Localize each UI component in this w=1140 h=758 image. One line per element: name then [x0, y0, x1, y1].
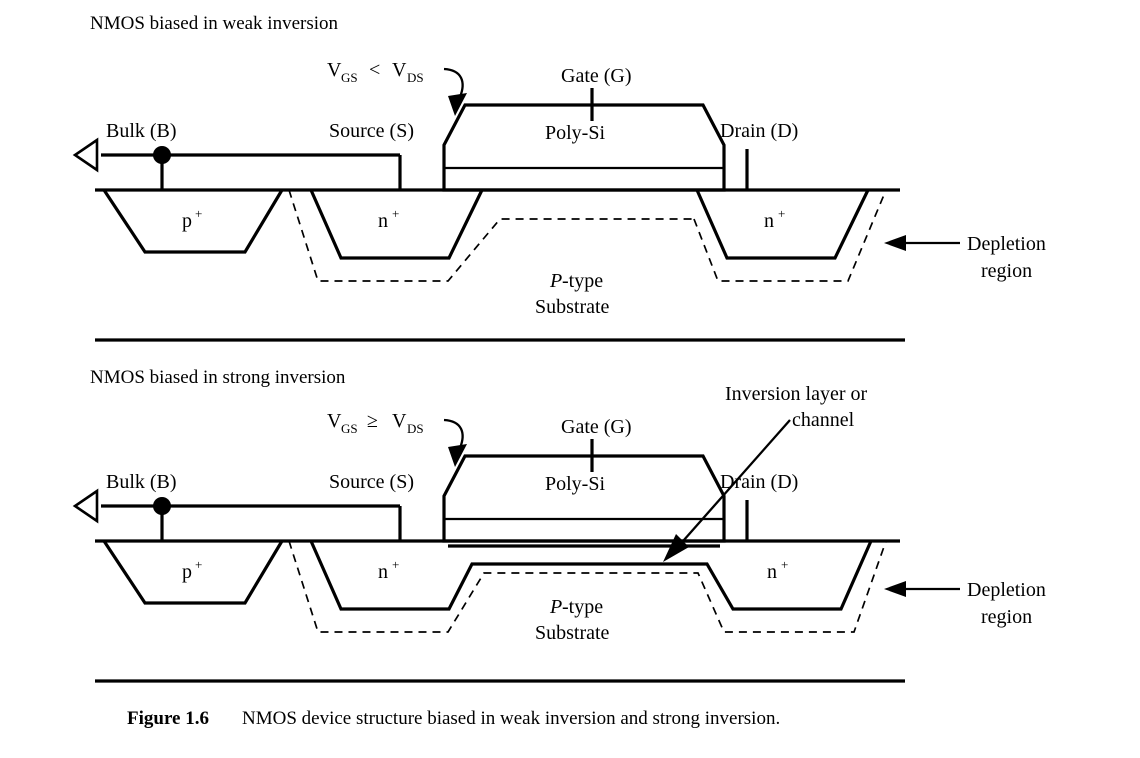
inversion-channel-strong: n + n + [309, 540, 873, 611]
substrate-line2-weak: Substrate [535, 296, 610, 318]
depletion-label-line1-strong: Depletion [967, 579, 1046, 601]
label-nplus-source-sup-weak: + [392, 206, 399, 221]
label-bulk-strong: Bulk (B) [106, 471, 177, 493]
depletion-callout-weak: Depletion region [884, 233, 1046, 282]
substrate-type-prefix-weak: P [549, 270, 562, 292]
caption-text: NMOS device structure biased in weak inv… [242, 708, 780, 729]
vds-symbol: V [392, 59, 407, 81]
label-nplus-source-strong: n [378, 561, 388, 583]
bias-expression-strong: V GS ≥ V DS [327, 410, 424, 436]
label-nplus-source-weak: n [378, 210, 388, 232]
depletion-label-line2-weak: region [981, 260, 1032, 282]
substrate-label-strong: P -type Substrate [535, 596, 610, 644]
inversion-callout-strong: Inversion layer or channel [663, 383, 868, 562]
substrate-label-weak: P -type Substrate [535, 270, 610, 318]
depletion-boundary-strong [288, 540, 887, 633]
label-bulk-weak: Bulk (B) [106, 120, 177, 142]
gate-stack-strong: Poly-Si [442, 454, 726, 543]
bias-curved-arrow-strong [443, 418, 467, 467]
label-polysi-strong: Poly-Si [545, 473, 605, 495]
label-source-weak: Source (S) [329, 120, 414, 142]
bulk-terminal-wire-weak [72, 137, 402, 190]
vds-subscript-strong: DS [407, 421, 424, 436]
label-pplus-sup-strong: + [195, 557, 202, 572]
depletion-boundary-weak [288, 189, 887, 282]
label-nplus-source-sup-strong: + [392, 557, 399, 572]
well-n-plus-source-weak: n + [309, 189, 484, 260]
label-drain-weak: Drain (D) [720, 120, 798, 142]
bias-relation-strong: ≥ [367, 410, 378, 432]
label-nplus-drain-sup-weak: + [778, 206, 785, 221]
substrate-type-suffix-weak: -type [562, 270, 603, 292]
depletion-callout-strong: Depletion region [884, 579, 1046, 628]
panel-weak-inversion: NMOS biased in weak inversion V GS < V D… [72, 13, 1046, 342]
label-pplus-strong: p [182, 561, 192, 583]
bulk-junction-dot-strong [153, 497, 171, 515]
substrate-line2-strong: Substrate [535, 622, 610, 644]
inversion-label-line1: Inversion layer or [725, 383, 868, 405]
inversion-label-line2: channel [792, 409, 855, 431]
substrate-type-suffix-strong: -type [562, 596, 603, 618]
vds-subscript: DS [407, 70, 424, 85]
label-nplus-drain-weak: n [764, 210, 774, 232]
label-gate-weak: Gate (G) [561, 65, 632, 87]
vds-symbol-strong: V [392, 410, 407, 432]
panel-title-weak: NMOS biased in weak inversion [90, 13, 339, 34]
label-drain-strong: Drain (D) [720, 471, 798, 493]
label-source-strong: Source (S) [329, 471, 414, 493]
bias-curved-arrow-weak [443, 67, 467, 116]
label-pplus-sup-weak: + [195, 206, 202, 221]
well-n-plus-drain-weak: n + [695, 189, 870, 260]
gate-stack-weak: Poly-Si [442, 103, 726, 192]
substrate-type-prefix-strong: P [549, 596, 562, 618]
depletion-label-line1-weak: Depletion [967, 233, 1046, 255]
well-p-plus-weak: p + [102, 189, 284, 254]
label-nplus-drain-strong: n [767, 561, 777, 583]
bulk-junction-dot [153, 146, 171, 164]
depletion-label-line2-strong: region [981, 606, 1032, 628]
label-polysi-weak: Poly-Si [545, 122, 605, 144]
panel-title-strong: NMOS biased in strong inversion [90, 367, 346, 388]
panel-strong-inversion: NMOS biased in strong inversion V GS ≥ V… [72, 367, 1046, 683]
caption-label: Figure 1.6 [127, 708, 209, 729]
label-pplus-weak: p [182, 210, 192, 232]
vgs-symbol-strong: V [327, 410, 342, 432]
vgs-subscript-strong: GS [341, 421, 358, 436]
figure-caption: Figure 1.6 NMOS device structure biased … [127, 708, 780, 729]
vgs-subscript: GS [341, 70, 358, 85]
label-nplus-drain-sup-strong: + [781, 557, 788, 572]
bias-relation: < [369, 59, 380, 81]
bulk-terminal-wire-strong [72, 488, 402, 541]
well-p-plus-strong: p + [102, 540, 284, 605]
label-gate-strong: Gate (G) [561, 416, 632, 438]
bias-expression-weak: V GS < V DS [327, 59, 424, 85]
vgs-symbol: V [327, 59, 342, 81]
